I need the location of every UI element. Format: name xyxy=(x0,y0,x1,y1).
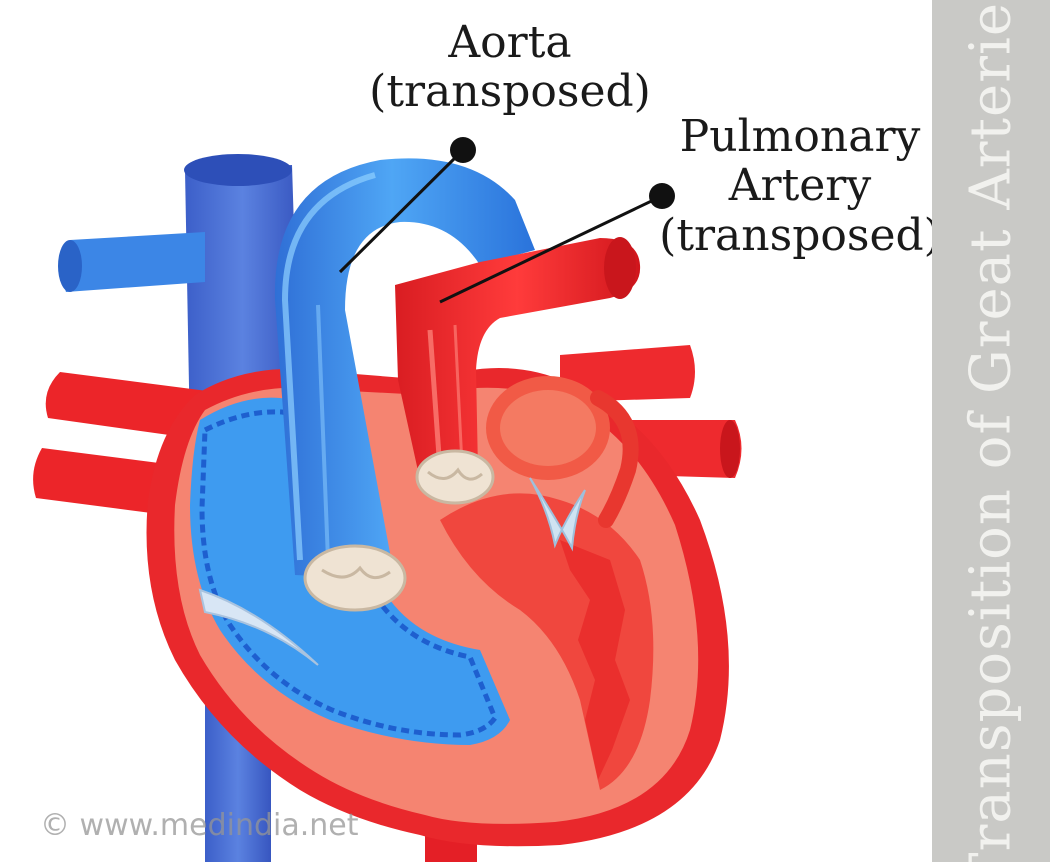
watermark: © www.medindia.net xyxy=(40,808,359,843)
pulmonary-label-line1: Pulmonary xyxy=(650,112,950,161)
aorta-label: Aorta (transposed) xyxy=(360,18,660,117)
pulmonary-label-line3: (transposed) xyxy=(650,211,950,260)
pulmonary-label-line2: Artery xyxy=(650,161,950,210)
aortic-valve xyxy=(305,546,405,610)
blue-branch-left xyxy=(62,232,205,292)
aorta-label-line1: Aorta xyxy=(360,18,660,67)
side-title: Transposition of Great Arteries xyxy=(959,0,1024,862)
pulmonary-artery-label: Pulmonary Artery (transposed) xyxy=(650,112,950,260)
aorta-leader-dot xyxy=(450,137,476,163)
pulmonary-valve xyxy=(417,451,493,503)
aorta-label-line2: (transposed) xyxy=(360,67,660,116)
